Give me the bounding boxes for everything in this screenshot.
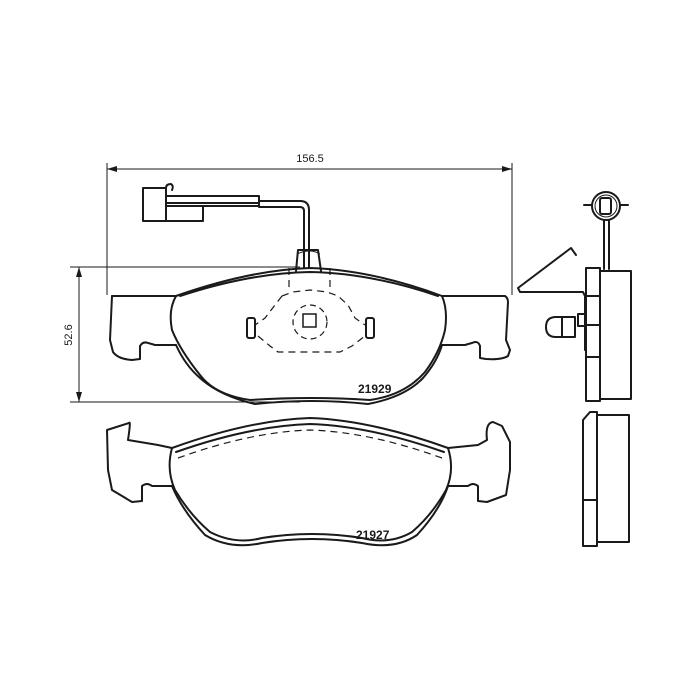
brake-pad-lower: 21927 xyxy=(106,417,511,547)
width-dimension-label: 156.5 xyxy=(296,153,324,165)
width-dimension: 156.5 xyxy=(106,153,513,295)
part-number-upper: 21929 xyxy=(358,382,392,396)
height-dimension-label: 52.6 xyxy=(63,324,75,345)
side-view-upper xyxy=(517,191,632,402)
brake-pad-upper: 21929 xyxy=(109,267,511,405)
side-view-lower xyxy=(582,411,630,547)
wear-sensor-connector xyxy=(142,183,322,272)
height-dimension: 52.6 xyxy=(63,266,300,403)
part-number-lower: 21927 xyxy=(356,528,390,542)
